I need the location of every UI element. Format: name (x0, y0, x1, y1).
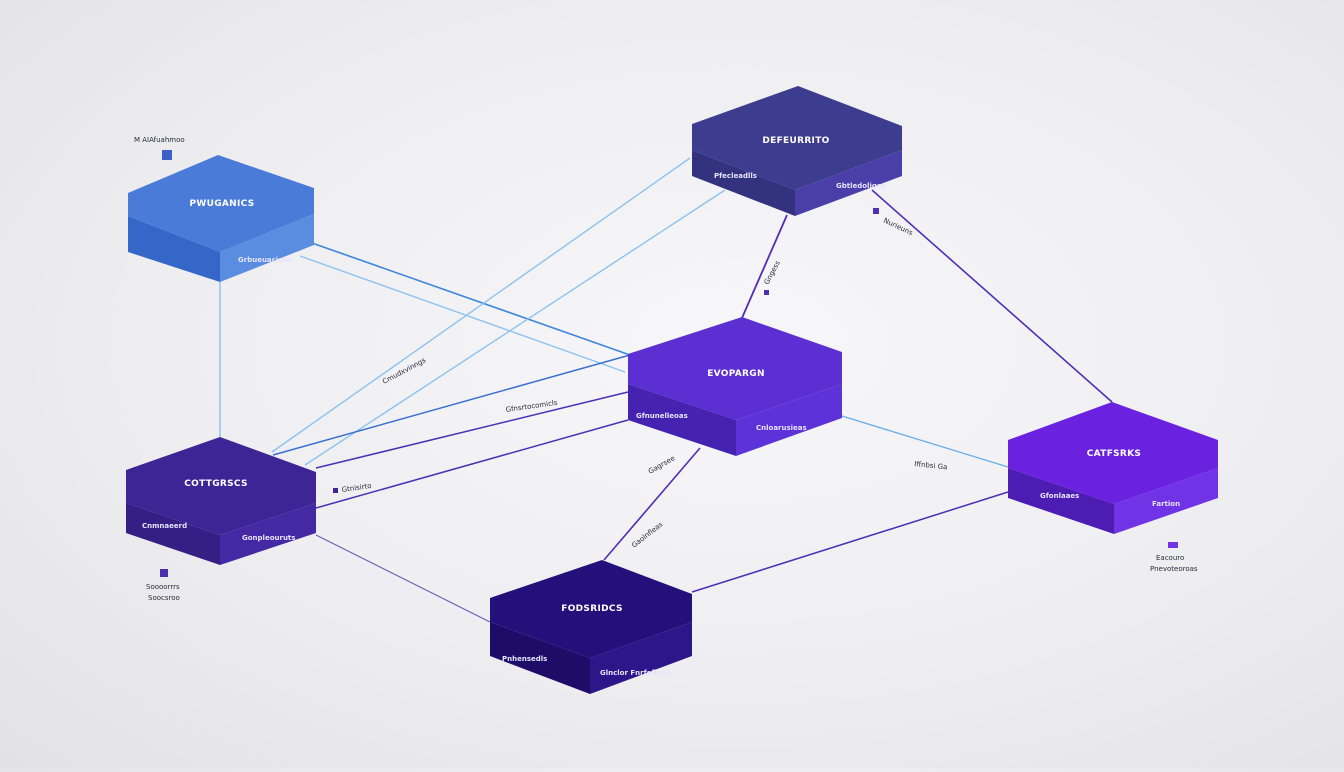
node-f-left (490, 622, 590, 694)
marker-square-top-left (162, 150, 172, 160)
node-a-title: PWUGANICS (189, 199, 254, 209)
annotation-cf-b: Gaolnfleas (630, 520, 664, 549)
node-b[interactable]: DEFEURRITO Pfecleadlls Gbtledoliges (692, 86, 902, 216)
annotation-cf-a: Gagrsee (647, 454, 676, 476)
annotation-cd-link: Iffnbsi Ga (914, 460, 948, 471)
node-b-top (692, 86, 902, 190)
node-d-title: CATFSRKS (1087, 449, 1141, 459)
marker-square-mid-left (333, 488, 338, 493)
node-e-right-label: Gonpleouruts (242, 534, 295, 542)
node-c-title: EVOPARGN (707, 369, 765, 379)
annotation-b-right: Nurieuns (882, 217, 914, 238)
node-f-title: FODSRIDCS (561, 604, 622, 614)
link-c-f (603, 447, 701, 561)
link-c-d (841, 415, 1009, 468)
node-b-left-label: Pfecleadlls (714, 172, 757, 180)
link-e-b-2 (304, 189, 726, 466)
marker-square-bc (764, 290, 769, 295)
annotation-bottom-right-1: Eacouro (1156, 554, 1184, 562)
node-b-right (795, 150, 902, 216)
marker-square-bottom-left (160, 569, 168, 577)
node-f-left-label: Pnhensedls (502, 655, 547, 663)
node-f-right (590, 622, 692, 694)
link-b-d (871, 189, 1113, 403)
node-b-left (692, 150, 795, 216)
node-d-top (1008, 402, 1218, 504)
node-c-left-label: Gfnunelleoas (636, 412, 688, 420)
node-c-left (628, 384, 736, 456)
annotation-top-left: M AIAfuahmoo (134, 136, 185, 144)
node-c-top (628, 317, 842, 420)
node-d[interactable]: CATFSRKS Gfonlaaes Fartion (1008, 402, 1218, 534)
node-f-top (490, 560, 692, 658)
node-a-left (128, 216, 220, 282)
node-e-top (126, 437, 316, 535)
link-a-c-2 (299, 255, 626, 373)
node-e-title: COTTGRSCS (184, 479, 248, 489)
node-a[interactable]: PWUGANICS Grbueuacions (128, 155, 314, 282)
link-b-c (741, 214, 788, 319)
node-f-right-label: Glnclor Fnrfeflans (600, 669, 670, 677)
node-b-title: DEFEURRITO (762, 136, 829, 146)
link-f-d (691, 491, 1009, 593)
link-e-c-2 (315, 391, 629, 469)
marker-square-bottom-right (1168, 542, 1178, 548)
node-a-top (128, 155, 314, 252)
link-e-c-1 (272, 354, 631, 456)
node-a-right-label: Grbueuacions (238, 256, 292, 264)
node-a-right (220, 214, 314, 282)
annotation-e-link: Gtnisirto (341, 482, 372, 494)
link-e-f (315, 534, 491, 623)
node-d-right-label: Fartion (1152, 500, 1180, 508)
annotation-bottom-left-1: Soooorrrs (146, 583, 180, 591)
annotation-bottom-left-2: Soocsroo (148, 594, 180, 602)
node-d-right (1114, 468, 1218, 534)
node-e-left (126, 503, 220, 565)
annotation-bottom-right-2: Pnevoteoroas (1150, 565, 1198, 573)
node-e-left-label: Cnmnaeerd (142, 522, 187, 530)
node-b-right-label: Gbtledoliges (836, 182, 886, 190)
node-c[interactable]: EVOPARGN Gfnunelleoas Cnloarusieas (628, 317, 842, 456)
node-d-left-label: Gfonlaaes (1040, 492, 1079, 500)
node-d-left (1008, 468, 1114, 534)
node-c-right (736, 384, 842, 456)
node-e[interactable]: COTTGRSCS Cnmnaeerd Gonpleouruts (126, 437, 316, 565)
node-c-right-label: Cnloarusieas (756, 424, 807, 432)
link-e-b-1 (271, 157, 691, 453)
annotation-mid-left-b: Gfnsrtocomicls (505, 399, 558, 414)
link-e-c-3 (315, 419, 629, 509)
link-a-c-1 (311, 242, 631, 356)
marker-square-b-right (873, 208, 879, 214)
node-f[interactable]: FODSRIDCS Pnhensedls Glnclor Fnrfeflans (490, 560, 692, 694)
connection-lines (219, 157, 1113, 623)
node-e-right (220, 503, 316, 565)
